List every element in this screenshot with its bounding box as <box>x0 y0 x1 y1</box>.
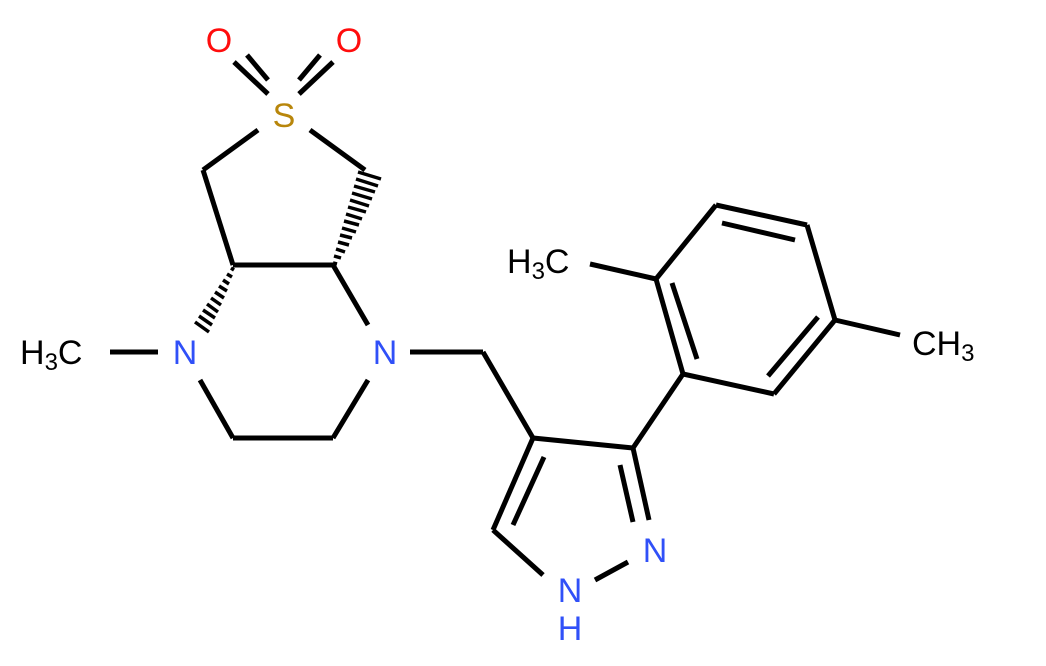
piperazine-ring-bonds <box>197 263 371 441</box>
hashed-wedge-bond-right <box>332 170 382 266</box>
pyrazole-nh-hydrogen: H <box>558 610 583 648</box>
pyrazole-nitrogen-n2: N <box>643 532 668 570</box>
methyl-label-phenyl-5: CH3 <box>912 325 974 367</box>
phenyl-methyl-5-bond <box>834 317 901 338</box>
oxygen-atom-left: O <box>206 22 232 60</box>
hashed-wedge-bond-left <box>193 266 235 334</box>
pyrazole-ring-bonds <box>490 435 652 583</box>
methyl-label-phenyl-2: H3C <box>507 243 569 285</box>
phenyl-ring-bonds <box>653 202 838 397</box>
sulfonyl-double-bond-right <box>297 53 335 96</box>
methyl-label-left: H3C <box>20 334 82 376</box>
sulfur-atom: S <box>273 97 296 135</box>
thiolane-ring-bonds <box>200 127 367 268</box>
sulfonyl-double-bond-left <box>232 53 270 96</box>
pyrazole-phenyl-bond <box>630 372 686 450</box>
phenyl-methyl-2-bond <box>589 261 657 282</box>
nitrogen-atom-benzyl: N <box>373 334 398 372</box>
pyrazole-nitrogen-n1: N <box>558 572 583 610</box>
methylene-linker-bonds <box>410 349 536 440</box>
nitrogen-atom-methyl: N <box>173 334 198 372</box>
oxygen-atom-right: O <box>336 22 362 60</box>
